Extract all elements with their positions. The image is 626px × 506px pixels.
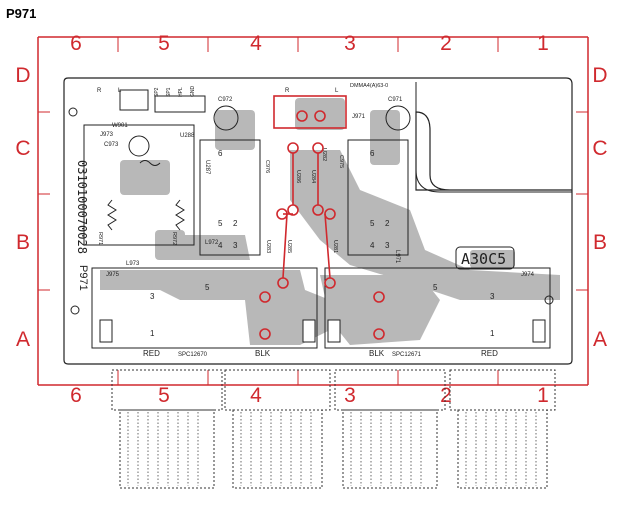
column-label: 6 [70,32,82,55]
capacitors [128,105,411,157]
board-code: A30C5 [461,250,506,268]
column-label: 3 [344,32,356,55]
diagram-title: P971 [6,6,37,21]
board-top-label: DMMA4(A)63-0 [350,83,388,89]
board-code-box: A30C5 [455,246,515,270]
pin-number: 6 [218,149,223,158]
part-label-c971: C971 [388,97,403,103]
row-label: B [593,231,607,254]
column-label: 2 [440,32,452,55]
part-label-u281: U281 [332,240,338,253]
pin-number: 3 [490,292,495,301]
column-label: 4 [250,32,262,55]
part-label-u286: U286 [295,170,301,183]
wire-color-label: BLK [369,349,385,358]
grid-frame [37,36,589,386]
part-label-u287: U287 [204,160,210,175]
highlight-overlay [259,95,385,340]
column-label: 5 [158,32,170,55]
pin-number: 2 [233,219,238,228]
pin-number: 3 [385,241,390,250]
row-labels-left: D C B A [15,64,30,351]
part-label-c975: C975 [338,155,344,168]
board-notch [415,82,572,193]
part-label-u288: U288 [180,133,195,139]
board-labels: DMMA4(A)63-0 R L SP2 SP1 HPL GND R L C97… [75,83,535,358]
cable-wires [127,412,537,486]
part-label-c973: C973 [104,142,119,148]
part-label-spc12670: SPC12670 [178,352,208,358]
pin-number: 4 [218,241,223,250]
pin-label: GND [190,86,196,98]
pin-label: R [97,88,102,94]
pin-number: 5 [205,283,210,292]
connector-label-j973: J973 [100,132,114,138]
column-label: 6 [70,384,82,407]
pin-label: SP2 [154,87,160,97]
column-label: 1 [537,32,549,55]
part-label-r972: R972 [171,232,177,245]
row-label: C [15,137,30,160]
pin-label: R [285,88,290,94]
part-label-u284: U284 [310,170,316,183]
resistors [107,160,185,231]
connector-label-j971: J971 [352,114,366,120]
row-label: B [16,231,30,254]
pin-label: SP1 [166,87,172,97]
row-label: A [593,328,607,351]
column-label: 4 [250,384,262,407]
pin-number: 1 [490,329,495,338]
part-label-u285: U285 [286,240,292,253]
pin-number: 5 [218,219,223,228]
cable-outlines [111,369,556,489]
pin-label: HPL [178,87,184,97]
connector-label-j975: J975 [106,272,120,278]
connector-label-l973: L973 [126,261,140,267]
column-labels-top: 6 5 4 3 2 1 [70,32,549,55]
part-label-r971: R971 [97,232,103,245]
part-label-u283: U283 [265,240,271,253]
pin-number: 5 [433,283,438,292]
board-vertical-label: P971 [77,265,89,291]
column-label: 2 [440,384,452,407]
part-label-spc12671: SPC12671 [392,352,422,358]
wire-color-label: RED [481,349,498,358]
pin-number: 1 [150,329,155,338]
row-labels-right: D C B A [592,64,607,351]
connector-label-l972: L972 [205,240,219,246]
column-label: 5 [158,384,170,407]
pin-number: 5 [370,219,375,228]
column-label: 3 [344,384,356,407]
column-label: 1 [537,384,549,407]
connector-label-l971: L971 [394,250,400,264]
pin-number: 2 [385,219,390,228]
copper-traces [100,98,560,345]
connector-label-j974: J974 [521,272,535,278]
wire-color-label: BLK [255,349,271,358]
board-vertical-code: 0310100070028 [75,160,89,254]
row-label: D [15,64,30,87]
connector-pin-numbers: 6 6 5 2 5 2 4 3 4 3 3 5 5 3 1 1 [150,149,495,338]
wire-color-label: RED [143,349,160,358]
row-label: C [592,137,607,160]
pin-number: 3 [150,292,155,301]
pin-label: L [118,88,122,94]
connector-blocks [68,89,554,349]
part-label-w901: W901 [112,123,128,129]
part-label-c972: C972 [218,97,233,103]
row-label: D [592,64,607,87]
row-label: A [16,328,30,351]
pin-number: 4 [370,241,375,250]
pin-label: L [335,88,339,94]
pin-number: 6 [370,149,375,158]
part-label-u282: U282 [321,148,327,161]
part-label-c976: C976 [264,160,270,173]
column-labels-bottom: 6 5 4 3 2 1 [70,384,549,407]
pin-number: 3 [233,241,238,250]
